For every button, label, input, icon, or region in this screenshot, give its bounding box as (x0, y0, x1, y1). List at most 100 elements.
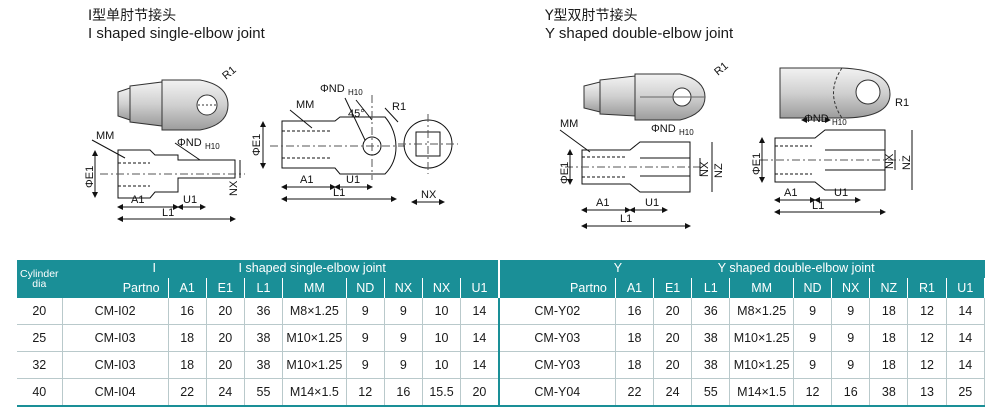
table-cell: 18 (615, 324, 655, 352)
table-cell: 16 (168, 298, 207, 325)
table-cell: 36 (244, 298, 284, 325)
table-cell: 9 (793, 298, 833, 325)
table-cell: 12 (907, 351, 947, 379)
y-joint-3d-view (583, 73, 706, 121)
label-nd-sub-y: H10 (679, 128, 694, 137)
header-group-y-letter: Y (613, 261, 623, 275)
label-u1-y2: U1 (834, 187, 848, 199)
label-a1-y: A1 (596, 197, 609, 209)
label-mm-2: MM (296, 99, 314, 111)
table-cell: 12 (793, 378, 833, 407)
col-header: NZ (869, 278, 909, 298)
i-joint-side-view (91, 139, 245, 222)
table-cell: 9 (793, 324, 833, 352)
table-cell: 10 (422, 298, 462, 325)
col-header: E1 (206, 278, 245, 298)
header-cylinder-dia: Cylinder dia (17, 260, 63, 298)
table-cell: 10 (422, 351, 462, 379)
col-header: L1 (691, 278, 731, 298)
table-cell: 25 (17, 324, 63, 352)
label-mm-y: MM (560, 118, 578, 130)
table-cell: 38 (244, 351, 284, 379)
col-header: MM (282, 278, 347, 298)
table-cell: CM-I03 (62, 351, 169, 379)
table-cell: 9 (831, 324, 871, 352)
col-header: Partno (498, 278, 616, 298)
col-header: U1 (946, 278, 986, 298)
table-cell: 9 (384, 324, 423, 352)
label-a1-y2: A1 (784, 187, 797, 199)
header-group-y: Y Y shaped double-elbow joint (498, 260, 985, 278)
table-cell: 9 (831, 351, 871, 379)
table-cell: 20 (206, 324, 245, 352)
table-cell: 14 (946, 351, 986, 379)
label-nz-y2: NZ (901, 155, 913, 170)
table-cell: 12 (907, 324, 947, 352)
table-cell: 25 (946, 378, 986, 407)
label-nx-y: NX (699, 161, 711, 177)
table-cell: M10×1.25 (282, 324, 347, 352)
table-cell: 9 (346, 351, 385, 379)
table-cell: 40 (17, 378, 63, 407)
table-cell: 14 (460, 324, 500, 352)
table-cell: CM-Y04 (498, 378, 616, 407)
table-cell: 12 (907, 298, 947, 325)
col-header: R1 (907, 278, 947, 298)
table-cell: 9 (831, 298, 871, 325)
label-nx-y2: NX (884, 153, 896, 169)
table-cell: 55 (691, 378, 731, 407)
table-cell: 14 (460, 298, 500, 325)
label-mm: MM (96, 130, 114, 142)
label-l1-y2: L1 (812, 200, 824, 212)
label-e1: ΦE1 (84, 166, 96, 188)
y-joint-title-cn: Y型双肘节接头 (545, 8, 638, 24)
table-cell: 38 (691, 324, 731, 352)
table-cell: M8×1.25 (282, 298, 347, 325)
table-cell: M10×1.25 (282, 351, 347, 379)
table-cell: 15.5 (422, 378, 462, 407)
col-header: ND (346, 278, 385, 298)
table-cell: 20 (460, 378, 500, 407)
label-e1-y2: ΦE1 (751, 153, 763, 175)
table-cell: 18 (168, 351, 207, 379)
col-header: Partno (62, 278, 169, 298)
table-cell: 32 (17, 351, 63, 379)
header-group-i: I I shaped single-elbow joint (62, 260, 500, 278)
table-cell: CM-Y03 (498, 351, 616, 379)
table-cell: CM-I03 (62, 324, 169, 352)
table-cell: 55 (244, 378, 284, 407)
label-r1-y: R1 (712, 60, 730, 78)
table-cell: 9 (346, 298, 385, 325)
label-l1-y: L1 (620, 213, 632, 225)
label-angle: 45° (348, 108, 365, 120)
label-u1: U1 (183, 194, 197, 206)
table-cell: 14 (946, 298, 986, 325)
table-cell: 9 (793, 351, 833, 379)
col-header: NX (384, 278, 423, 298)
i-joint-end-view (398, 114, 458, 205)
table-cell: 20 (653, 351, 693, 379)
table-cell: 13 (907, 378, 947, 407)
y-joint-front-view (759, 117, 913, 215)
label-a1-2: A1 (300, 174, 313, 186)
table-cell: 14 (460, 351, 500, 379)
header-columns-row: Partno A1 E1 L1 MM ND NX NX U1 Partno A1… (17, 278, 986, 298)
col-header: A1 (168, 278, 207, 298)
table-cell: 22 (615, 378, 655, 407)
label-e1-2: ΦE1 (251, 134, 263, 156)
i-joint-title: I型单肘节接头 I shaped single-elbow joint (88, 7, 265, 43)
i-joint-3d-view (117, 79, 229, 131)
label-nd-2: ΦND (320, 83, 345, 95)
table-cell: M14×1.5 (282, 378, 347, 407)
col-header: L1 (244, 278, 284, 298)
table-cell: 36 (691, 298, 731, 325)
table-cell: CM-I04 (62, 378, 169, 407)
table-cell: 18 (615, 351, 655, 379)
label-u1-2: U1 (346, 174, 360, 186)
label-nd-y2: ΦND (804, 113, 829, 125)
table-cell: 16 (831, 378, 871, 407)
label-nd-sub: H10 (205, 142, 220, 151)
